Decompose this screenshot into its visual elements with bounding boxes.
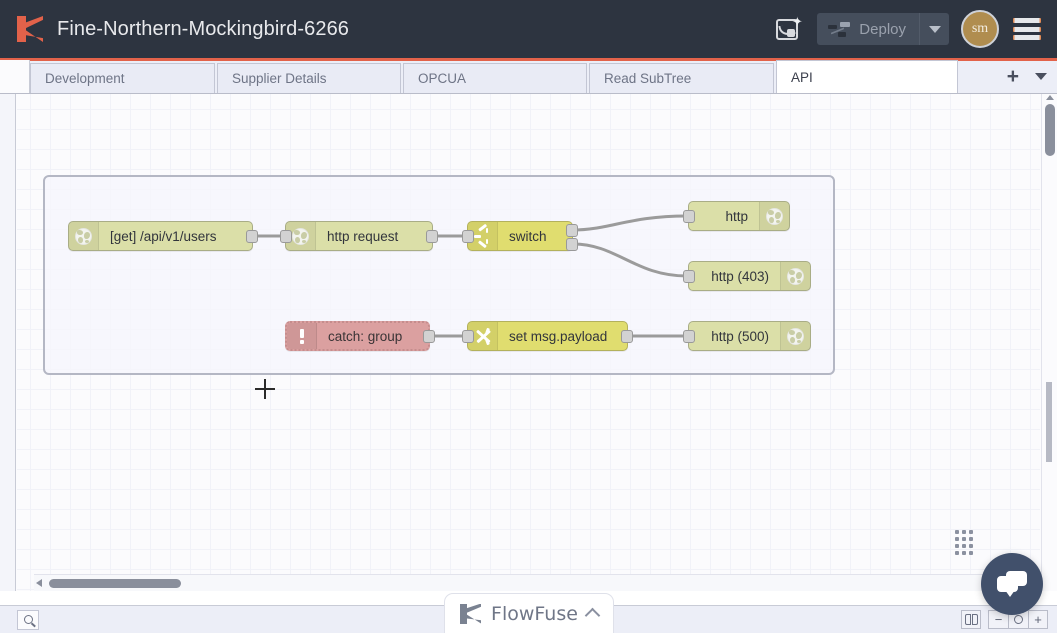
canvas-horizontal-scrollbar[interactable] xyxy=(34,574,1040,591)
scroll-left-arrow-icon[interactable] xyxy=(36,579,42,587)
zoom-reset-icon xyxy=(1014,615,1023,624)
node-input-port[interactable] xyxy=(280,230,292,243)
globe-icon xyxy=(286,222,316,250)
navigator-map-icon xyxy=(964,614,978,625)
search-button[interactable] xyxy=(17,609,39,630)
deploy-button-main[interactable]: Deploy xyxy=(817,13,919,45)
chevron-up-icon[interactable] xyxy=(584,607,601,624)
deploy-button[interactable]: Deploy xyxy=(817,13,949,45)
tab-development[interactable]: Development xyxy=(30,63,215,93)
globe-icon xyxy=(780,262,810,290)
globe-icon xyxy=(780,322,810,350)
header-actions: ✦ Deploy sm xyxy=(767,7,1057,51)
node-http-in[interactable]: [get] /api/v1/users xyxy=(68,221,258,251)
node-http-response-500[interactable]: http (500) xyxy=(683,321,811,351)
search-icon xyxy=(23,615,33,624)
node-label: http xyxy=(725,208,748,224)
node-output-port[interactable] xyxy=(246,230,258,243)
node-output-port[interactable] xyxy=(423,330,435,343)
avatar[interactable]: sm xyxy=(961,10,999,48)
scroll-up-arrow-icon[interactable] xyxy=(1046,95,1054,100)
node-catch[interactable]: catch: group xyxy=(285,321,435,351)
node-http-request[interactable]: http request xyxy=(280,221,438,251)
node-input-port[interactable] xyxy=(683,330,695,343)
node-http-response-200[interactable]: http xyxy=(683,201,790,231)
tab-bar-actions: + xyxy=(1007,60,1057,93)
chevron-down-icon xyxy=(928,25,941,33)
flowfuse-logo-icon xyxy=(460,603,482,624)
node-output-port-1[interactable] xyxy=(566,224,578,237)
node-label: http (500) xyxy=(711,328,769,344)
tab-read-subtree[interactable]: Read SubTree xyxy=(589,63,774,93)
flow-canvas[interactable]: [get] /api/v1/users http request switch xyxy=(17,94,1040,591)
ai-assistant-button[interactable]: ✦ xyxy=(767,7,811,51)
palette-collapsed-strip[interactable] xyxy=(0,94,16,591)
brand: Fine-Northern-Mockingbird-6266 xyxy=(0,16,349,42)
alert-icon xyxy=(287,323,317,349)
chat-bubbles-icon xyxy=(997,571,1027,597)
node-label: catch: group xyxy=(328,328,403,344)
node-output-port[interactable] xyxy=(621,330,633,343)
page-title: Fine-Northern-Mockingbird-6266 xyxy=(57,17,350,40)
drag-dots-icon[interactable] xyxy=(955,530,973,555)
deploy-nodes-icon xyxy=(828,19,851,37)
ai-assistant-icon: ✦ xyxy=(775,15,803,42)
node-input-port[interactable] xyxy=(683,270,695,283)
flowfuse-branding-pill[interactable]: FlowFuse xyxy=(444,593,614,633)
hamburger-menu-icon[interactable] xyxy=(1013,18,1041,40)
node-input-port[interactable] xyxy=(683,210,695,223)
node-http-response-403[interactable]: http (403) xyxy=(683,261,811,291)
app-header: Fine-Northern-Mockingbird-6266 ✦ Deploy xyxy=(0,0,1057,61)
canvas-vertical-scrollbar[interactable] xyxy=(1041,94,1057,591)
flowfuse-label: FlowFuse xyxy=(491,602,578,625)
deploy-button-label: Deploy xyxy=(859,20,906,38)
zoom-in-button[interactable]: + xyxy=(1028,610,1048,629)
crosshair-cursor xyxy=(255,379,275,399)
fork-icon xyxy=(468,222,498,250)
vertical-scroll-secondary-thumb[interactable] xyxy=(1046,382,1052,462)
tab-bar-gutter xyxy=(0,60,30,93)
flow-tab-bar: Development Supplier Details OPCUA Read … xyxy=(0,60,1057,94)
vertical-scroll-thumb[interactable] xyxy=(1045,104,1055,156)
node-input-port[interactable] xyxy=(462,330,474,343)
node-change[interactable]: set msg.payload xyxy=(462,321,633,351)
globe-icon xyxy=(759,202,789,230)
tab-supplier-details[interactable]: Supplier Details xyxy=(217,63,401,93)
tab-list-menu-button[interactable] xyxy=(1035,73,1047,80)
add-flow-button[interactable]: + xyxy=(1006,65,1019,88)
node-output-port[interactable] xyxy=(426,230,438,243)
deploy-dropdown-button[interactable] xyxy=(919,13,949,45)
node-label: http (403) xyxy=(711,268,769,284)
node-output-port-2[interactable] xyxy=(566,238,578,251)
node-label: [get] /api/v1/users xyxy=(110,228,217,244)
tab-opcua[interactable]: OPCUA xyxy=(403,63,587,93)
globe-icon xyxy=(69,222,99,250)
node-label: http request xyxy=(327,228,399,244)
horizontal-scroll-thumb[interactable] xyxy=(49,579,181,588)
navigator-button[interactable] xyxy=(961,610,981,629)
chat-widget-button[interactable] xyxy=(981,553,1043,615)
flowfuse-logo-icon xyxy=(17,16,43,42)
workspace: [get] /api/v1/users http request switch xyxy=(0,94,1057,591)
node-label: switch xyxy=(509,228,547,244)
node-input-port[interactable] xyxy=(462,230,474,243)
tab-api[interactable]: API xyxy=(776,60,958,93)
node-switch[interactable]: switch xyxy=(462,221,578,251)
node-label: set msg.payload xyxy=(509,328,608,344)
